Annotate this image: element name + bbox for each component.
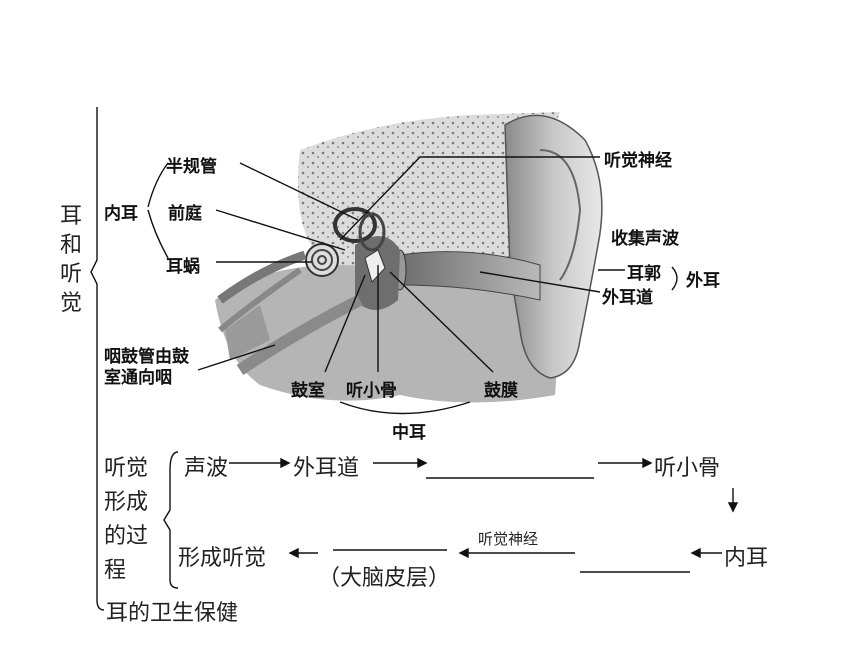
- cochlea-shape: [305, 243, 339, 277]
- step-ossicles: 听小骨: [654, 456, 721, 481]
- ear-canal-shape: [399, 251, 541, 301]
- process-heading-line: 程: [104, 558, 127, 583]
- label-semicircular-canals: 半规管: [166, 157, 217, 177]
- label-collects-sound: 收集声波: [611, 229, 679, 249]
- temporal-bone: [298, 112, 560, 270]
- ossicles-shape: [364, 249, 386, 283]
- step-ear-canal: 外耳道: [293, 456, 360, 481]
- label-auricle: 耳郭: [627, 264, 661, 284]
- label-inner-ear: 内耳: [104, 204, 138, 224]
- semicircular-canals-shape-2: [358, 212, 386, 252]
- label-ear-canal: 外耳道: [602, 288, 653, 308]
- label-cochlea: 耳蜗: [166, 257, 200, 277]
- step-sound-wave: 声波: [184, 456, 229, 481]
- label-vestibule: 前庭: [168, 204, 202, 224]
- topic-char: 耳: [60, 204, 83, 229]
- auricle-shape: [504, 114, 603, 379]
- step-hearing: 形成听觉: [178, 546, 267, 571]
- auricle-fold: [539, 149, 582, 281]
- process-heading: 听觉 形成 的过 程: [104, 450, 164, 586]
- label-tympanic-cavity: 鼓室: [291, 381, 325, 401]
- label-middle-ear: 中耳: [392, 423, 426, 443]
- semicircular-canals-shape: [333, 207, 377, 243]
- step-cortex: （大脑皮层）: [318, 566, 451, 591]
- lower-tissue: [215, 265, 560, 403]
- topic-title: 耳 和 听 觉: [60, 202, 86, 318]
- label-eardrum: 鼓膜: [484, 381, 518, 401]
- label-eustachian-1: 咽鼓管由鼓: [104, 347, 189, 367]
- label-outer-ear: 外耳: [686, 271, 720, 291]
- topic-char: 觉: [60, 291, 83, 316]
- topic-char: 和: [60, 233, 83, 258]
- hygiene-title: 耳的卫生保健: [106, 601, 239, 626]
- inner-ear-brace: [147, 162, 169, 259]
- main-brace: [90, 107, 105, 611]
- step-inner-ear: 内耳: [724, 546, 769, 571]
- process-heading-line: 听觉: [104, 456, 149, 481]
- label-ossicles: 听小骨: [346, 381, 397, 401]
- process-heading-line: 形成: [104, 490, 149, 515]
- label-eustachian-2: 室通向咽: [104, 368, 172, 388]
- eustachian-tube-shape: [236, 294, 363, 375]
- topic-char: 听: [60, 262, 83, 287]
- middle-ear-brace: [339, 401, 471, 415]
- label-auditory-nerve: 听觉神经: [604, 151, 672, 171]
- process-heading-line: 的过: [104, 524, 149, 549]
- label-nerve-arrow: 听觉神经: [478, 530, 539, 548]
- nerve-shape: [217, 250, 307, 304]
